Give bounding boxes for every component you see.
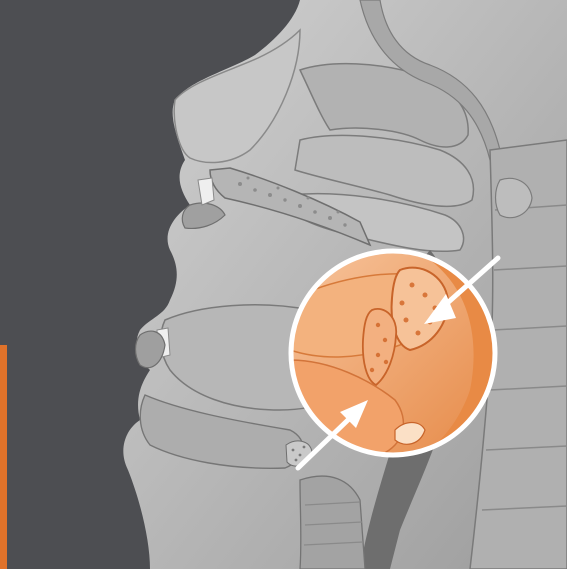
- orange-side-marker: [0, 345, 7, 569]
